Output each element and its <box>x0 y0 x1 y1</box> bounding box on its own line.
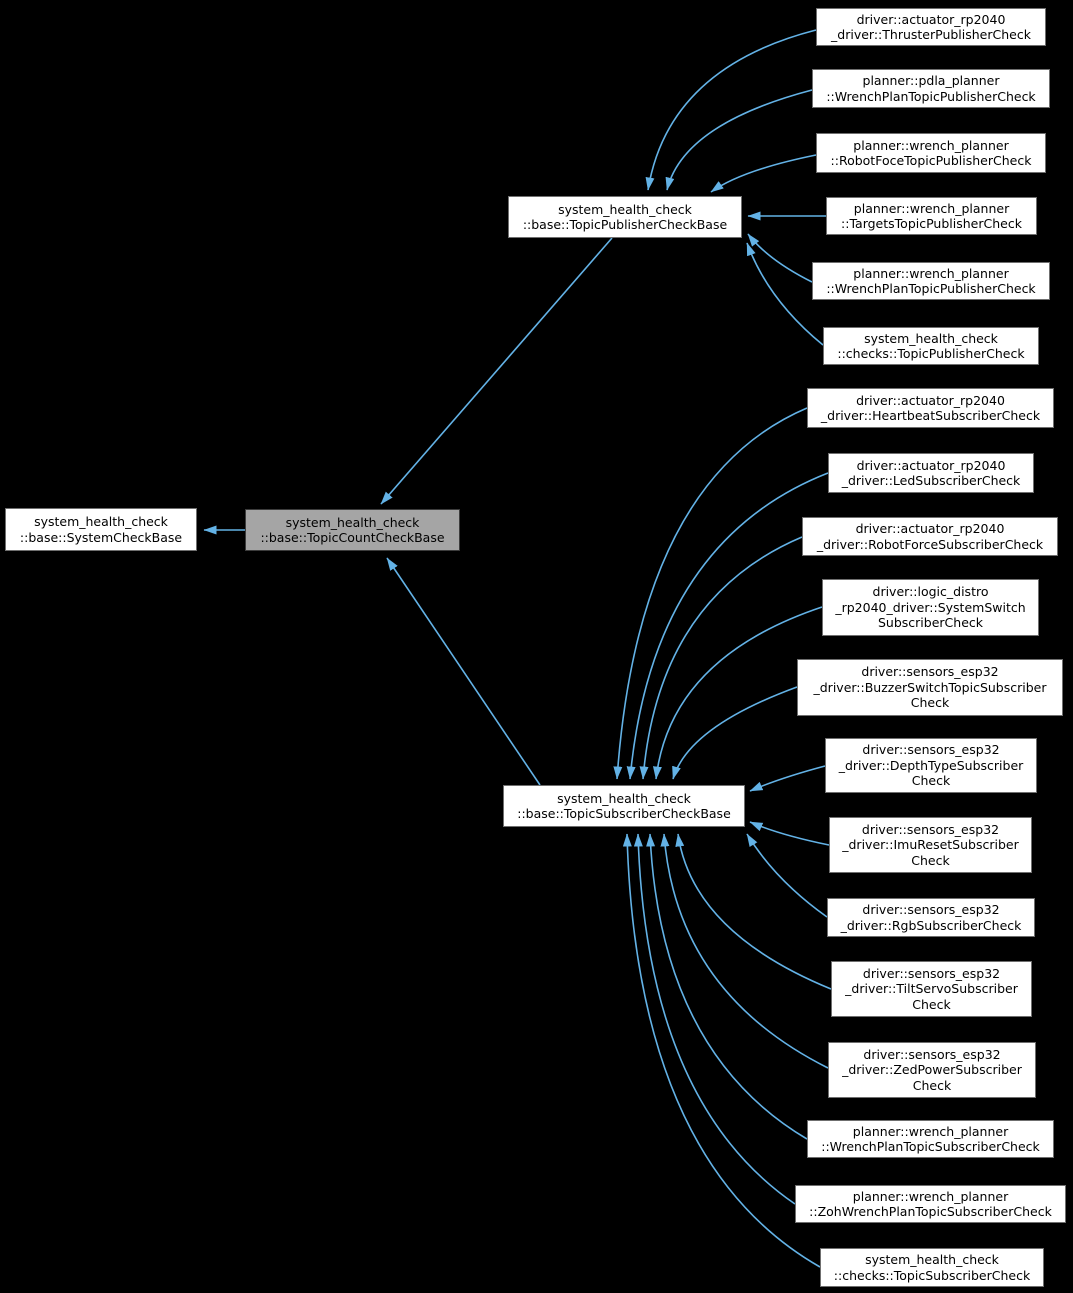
edge-checks-topic-publisher <box>746 242 824 346</box>
node-thruster-publisher-check[interactable]: driver::actuator_rp2040 _driver::Thruste… <box>816 8 1046 46</box>
node-led-subscriber-check[interactable]: driver::actuator_rp2040 _driver::LedSubs… <box>828 453 1034 493</box>
edge-led-subscriber <box>626 472 829 780</box>
node-depth-type-subscriber-check[interactable]: driver::sensors_esp32 _driver::DepthType… <box>825 738 1037 793</box>
node-pdla-wrench-plan-topic-publisher-check[interactable]: planner::pdla_planner ::WrenchPlanTopicP… <box>812 69 1050 108</box>
node-zoh-wrench-plan-topic-subscriber-check[interactable]: planner::wrench_planner ::ZohWrenchPlanT… <box>795 1185 1066 1223</box>
node-heartbeat-subscriber-check[interactable]: driver::actuator_rp2040 _driver::Heartbe… <box>807 388 1054 428</box>
edge-zed-power-subscriber <box>660 833 829 1069</box>
edge-wrench-plan-subscriber <box>646 833 808 1140</box>
node-checks-topic-publisher-check[interactable]: system_health_check ::checks::TopicPubli… <box>823 327 1039 365</box>
edge-wrench-plan-publisher <box>747 233 813 283</box>
edge-heartbeat-subscriber <box>613 407 808 780</box>
edge-buzzer-switch-subscriber <box>672 686 798 780</box>
edge-system-switch-subscriber <box>652 606 823 780</box>
node-topic-count-check-base: system_health_check ::base::TopicCountCh… <box>245 509 460 551</box>
edge-pdla-wrench-plan-publisher <box>665 89 813 191</box>
node-checks-topic-subscriber-check[interactable]: system_health_check ::checks::TopicSubsc… <box>820 1248 1044 1287</box>
edge-checks-topic-subscriber <box>622 833 821 1268</box>
edge-publisher-base-to-count-base <box>380 237 613 505</box>
edge-depth-type-subscriber <box>749 765 826 792</box>
edge-robot-foce-publisher <box>710 154 817 193</box>
edge-zoh-wrench-plan-subscriber <box>633 833 796 1205</box>
node-topic-publisher-check-base[interactable]: system_health_check ::base::TopicPublish… <box>508 196 742 238</box>
edge-rgb-subscriber <box>746 833 828 918</box>
node-zed-power-subscriber-check[interactable]: driver::sensors_esp32 _driver::ZedPowerS… <box>828 1042 1036 1098</box>
node-imu-reset-subscriber-check[interactable]: driver::sensors_esp32 _driver::ImuResetS… <box>829 817 1032 873</box>
edge-robot-force-subscriber <box>639 536 803 780</box>
node-system-switch-subscriber-check[interactable]: driver::logic_distro _rp2040_driver::Sys… <box>822 579 1039 636</box>
node-buzzer-switch-topic-subscriber-check[interactable]: driver::sensors_esp32 _driver::BuzzerSwi… <box>797 659 1063 716</box>
node-system-check-base[interactable]: system_health_check ::base::SystemCheckB… <box>5 508 197 551</box>
node-wrench-plan-topic-subscriber-check[interactable]: planner::wrench_planner ::WrenchPlanTopi… <box>807 1120 1054 1158</box>
node-rgb-subscriber-check[interactable]: driver::sensors_esp32 _driver::RgbSubscr… <box>827 898 1035 937</box>
edge-imu-reset-subscriber <box>749 821 830 846</box>
node-topic-subscriber-check-base[interactable]: system_health_check ::base::TopicSubscri… <box>503 785 745 827</box>
node-targets-topic-publisher-check[interactable]: planner::wrench_planner ::TargetsTopicPu… <box>826 197 1037 235</box>
edge-thruster-publisher <box>645 29 817 191</box>
edge-subscriber-base-to-count-base <box>386 557 541 786</box>
node-robot-force-subscriber-check[interactable]: driver::actuator_rp2040 _driver::RobotFo… <box>802 517 1058 556</box>
node-tilt-servo-subscriber-check[interactable]: driver::sensors_esp32 _driver::TiltServo… <box>831 961 1032 1017</box>
node-robot-foce-topic-publisher-check[interactable]: planner::wrench_planner ::RobotFoceTopic… <box>816 133 1046 173</box>
edge-tilt-servo-subscriber <box>675 833 832 990</box>
node-wrench-plan-topic-publisher-check[interactable]: planner::wrench_planner ::WrenchPlanTopi… <box>812 262 1050 300</box>
